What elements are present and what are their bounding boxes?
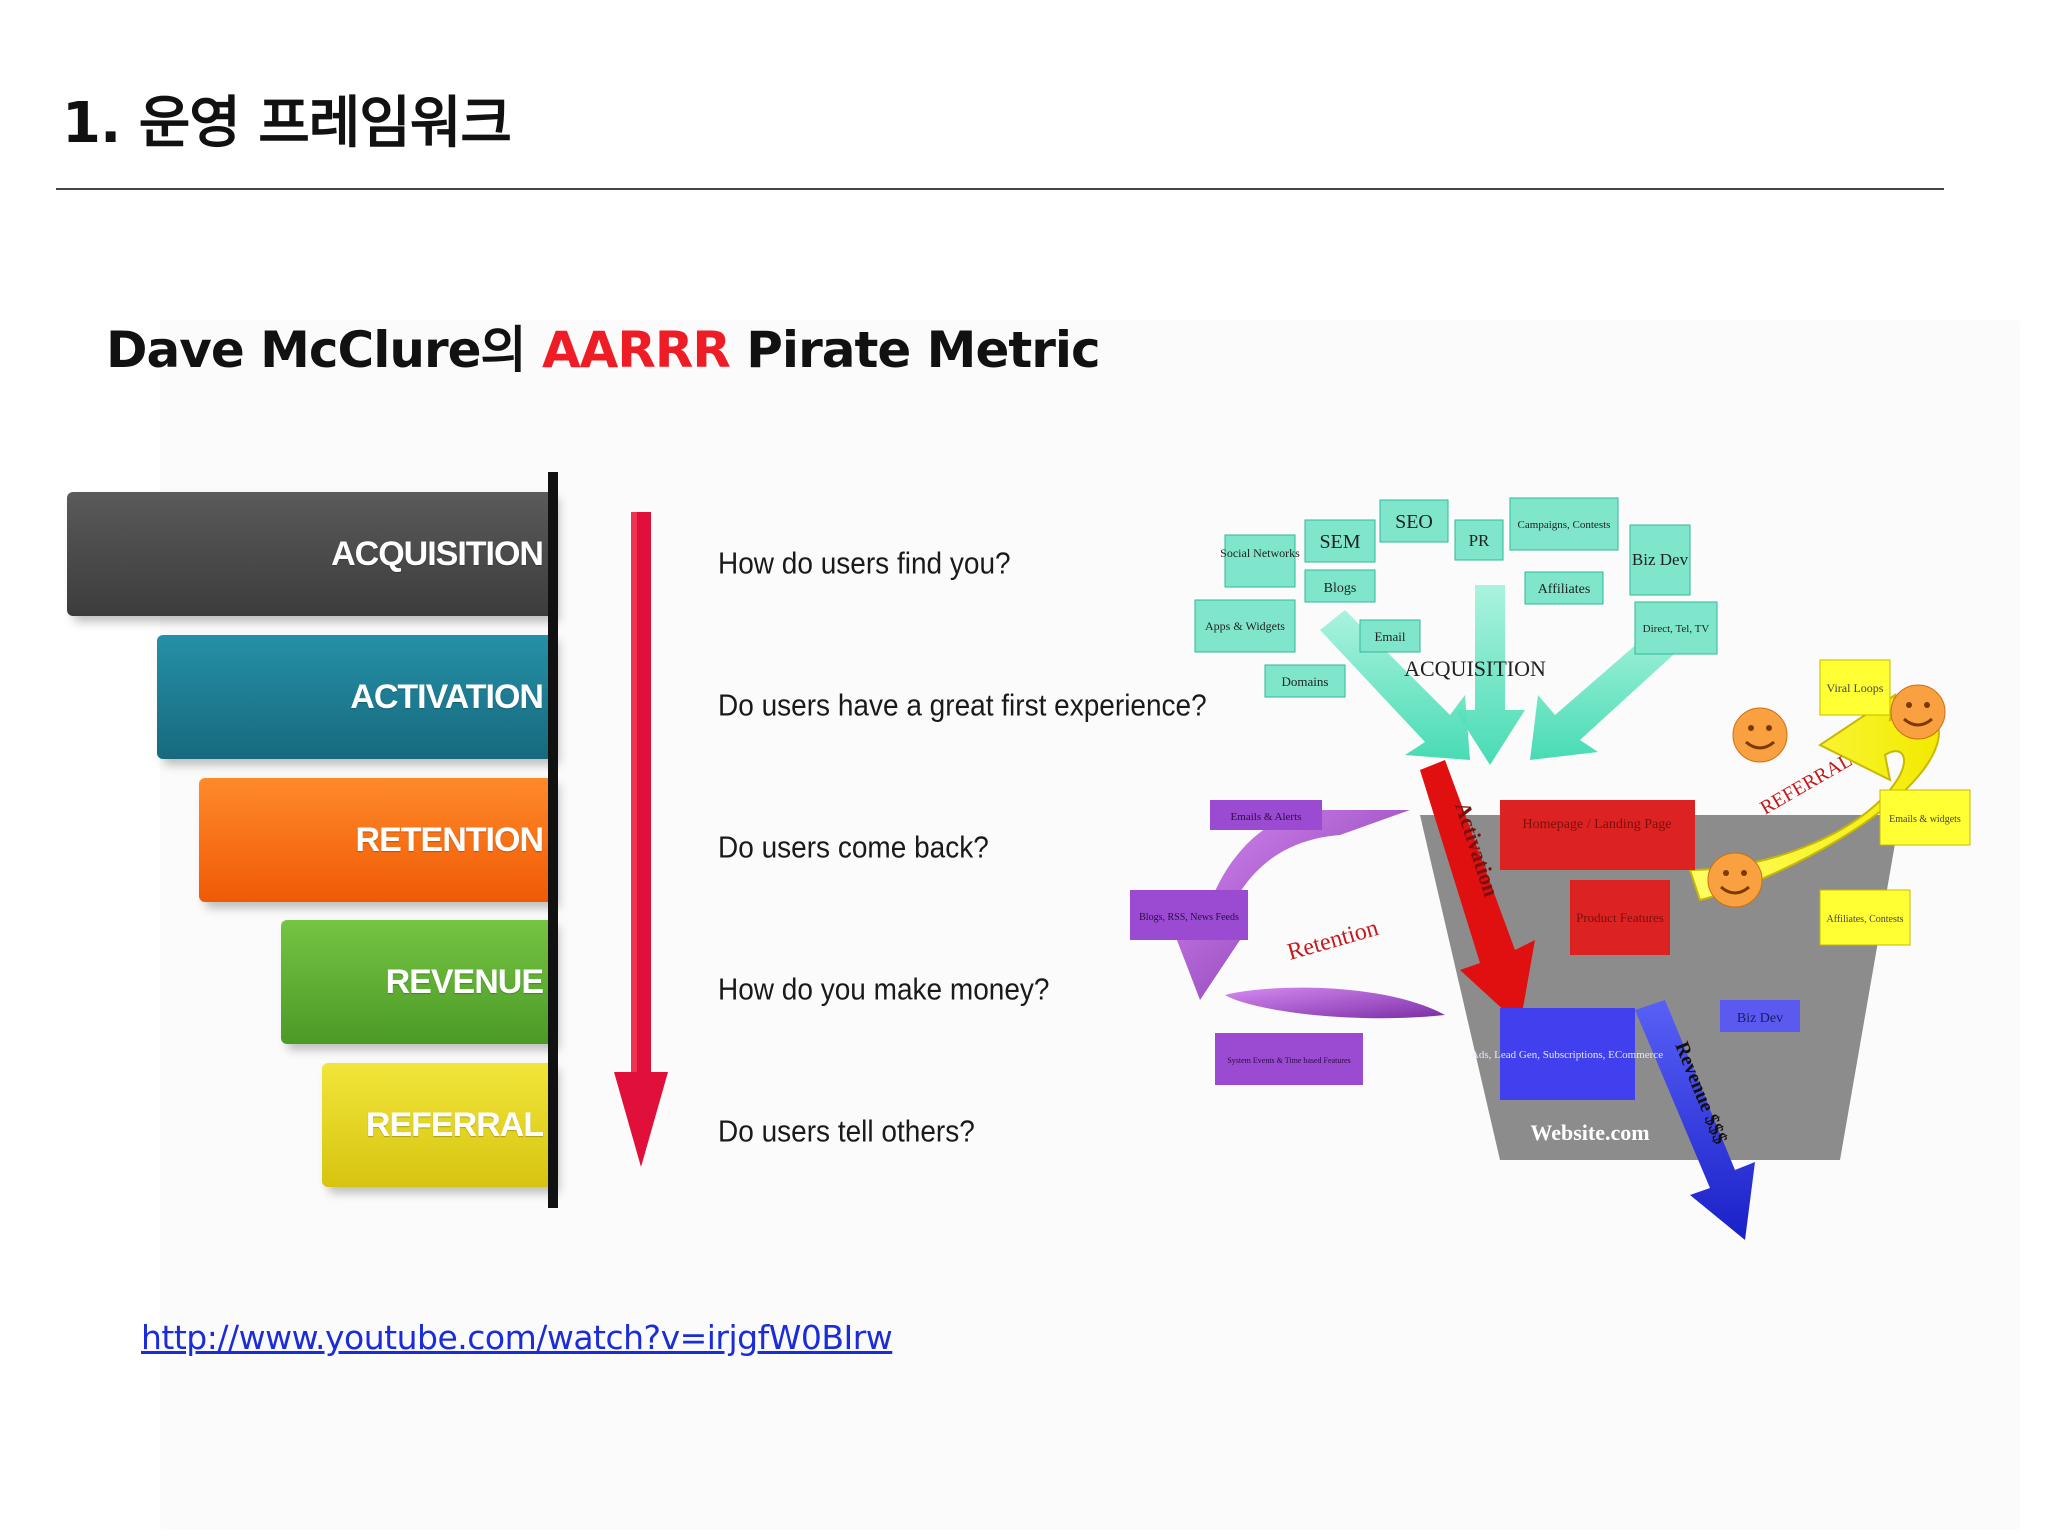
source-pr: PR: [1469, 531, 1490, 550]
funnel-item-product: Product Features: [1576, 910, 1664, 925]
source-bizdev: Biz Dev: [1632, 550, 1689, 569]
funnel-stage-label: RETENTION: [355, 820, 544, 859]
funnel-stage-label: REFERRAL: [365, 1105, 544, 1144]
funnel-stage-acquisition: ACQUISITION: [67, 492, 553, 616]
funnel-down-arrow: [614, 512, 668, 1167]
smiley-face-icon: [1732, 707, 1788, 763]
smiley-face-icon: [1890, 684, 1946, 740]
funnel-question-activation: Do users have a great first experience?: [718, 688, 1207, 723]
aarrr-flow-diagram: Social Networks SEM SEO PR Campaigns, Co…: [1130, 497, 1971, 1240]
slide-title: 1. 운영 프레임워크: [62, 91, 512, 156]
acquisition-sources: Social Networks SEM SEO PR Campaigns, Co…: [1194, 497, 1718, 698]
smiley-face-icon: [1707, 852, 1763, 908]
activation-arrow: [1420, 760, 1535, 1025]
source-sem: SEM: [1319, 531, 1360, 553]
slide-subtitle: Dave McClure의 AARRR Pirate Metric: [106, 310, 1101, 382]
funnel-question-referral: Do users tell others?: [718, 1114, 975, 1149]
source-affiliates: Affiliates: [1538, 582, 1591, 597]
acquisition-arrow-center: [1455, 585, 1525, 765]
source-apps: Apps & Widgets: [1205, 619, 1285, 633]
revenue-bizdev: Biz Dev: [1737, 1011, 1783, 1026]
source-direct: Direct, Tel, TV: [1643, 623, 1710, 635]
source-social: Social Networks: [1220, 546, 1300, 560]
subtitle-accent: AARRR: [541, 321, 731, 379]
retention-label: Retention: [1284, 915, 1381, 966]
funnel-question-revenue: How do you make money?: [718, 972, 1050, 1007]
funnel-stage-label: REVENUE: [385, 962, 544, 1001]
funnel-stage-revenue: REVENUE: [281, 920, 553, 1044]
funnel-stage-retention: RETENTION: [199, 778, 553, 902]
source-email: Email: [1374, 629, 1405, 644]
source-blogs: Blogs: [1324, 581, 1357, 596]
source-seo: SEO: [1395, 511, 1433, 533]
retention-tail: [1225, 987, 1445, 1019]
funnel-question-retention: Do users come back?: [718, 830, 989, 865]
retention-item-blogs: Blogs, RSS, News Feeds: [1139, 912, 1239, 923]
retention-item-emails: Emails & Alerts: [1231, 811, 1302, 823]
source-campaigns: Campaigns, Contests: [1518, 519, 1611, 531]
referral-loop: [1688, 692, 1940, 902]
funnel-item-ads: Ads, Lead Gen, Subscriptions, ECommerce: [1471, 1049, 1663, 1061]
funnel-question-acquisition: How do users find you?: [718, 546, 1011, 581]
acquisition-arrow-left: [1320, 610, 1470, 760]
acquisition-label: ACQUISITION: [1404, 656, 1546, 681]
referral-item-viral: Viral Loops: [1827, 681, 1884, 695]
funnel-item-homepage: Homepage / Landing Page: [1523, 817, 1672, 832]
funnel-stage-label: ACQUISITION: [331, 534, 544, 573]
referral-item-emails: Emails & widgets: [1889, 814, 1961, 825]
funnel-stage-label: ACTIVATION: [350, 677, 544, 716]
source-video-link[interactable]: http://www.youtube.com/watch?v=irjgfW0BI…: [141, 1318, 893, 1357]
retention-item-system: System Events & Time based Features: [1227, 1056, 1350, 1065]
referral-item-affiliates: Affiliates, Contests: [1826, 914, 1903, 925]
source-domains: Domains: [1282, 674, 1329, 689]
subtitle-suffix: Pirate Metric: [729, 321, 1100, 379]
funnel-stage-activation: ACTIVATION: [157, 635, 553, 759]
funnel-stage-referral: REFERRAL: [322, 1063, 553, 1187]
revenue-arrow: [1635, 1000, 1755, 1240]
title-divider: [56, 188, 1944, 190]
funnel-item-website: Website.com: [1530, 1120, 1649, 1145]
funnel-axis: [548, 472, 558, 1208]
subtitle-prefix: Dave McClure의: [106, 321, 542, 379]
